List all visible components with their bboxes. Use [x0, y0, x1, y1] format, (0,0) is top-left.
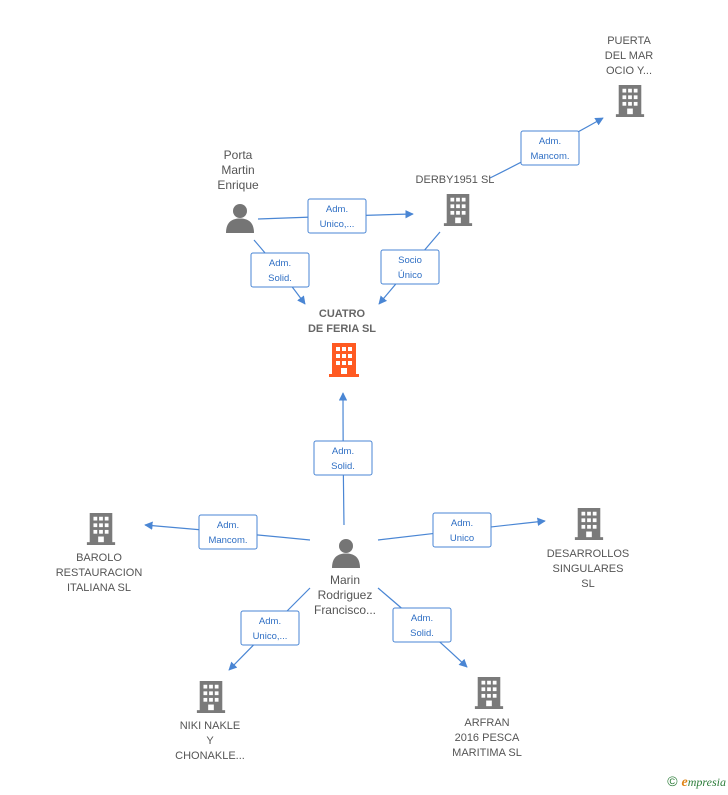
node-label: DE FERIA SL: [308, 323, 376, 335]
edge-label-box[interactable]: [250, 252, 310, 288]
edge-label-box[interactable]: [198, 514, 258, 550]
building-icon: [86, 513, 116, 545]
building-icon: [474, 677, 504, 709]
edge-porta-derby: Adm. Unico,...: [257, 198, 414, 234]
edge-label-box[interactable]: [520, 130, 580, 166]
edge-label-text: Adm.: [539, 136, 561, 147]
edge-label-text: Unico: [450, 533, 474, 544]
brand-name: mpresia: [687, 775, 726, 789]
edge-label-text: Unico,...: [253, 631, 288, 642]
edge-porta-cuatro: Adm. Solid.: [250, 239, 310, 305]
node-arfran[interactable]: ARFRAN 2016 PESCA MARITIMA SL: [452, 677, 522, 759]
copyright-icon: ©: [667, 773, 678, 789]
node-label: DEL MAR: [605, 50, 654, 62]
node-label: ARFRAN: [464, 717, 509, 729]
node-label: SL: [581, 578, 594, 590]
node-label: BAROLO: [76, 552, 122, 564]
edge-label-text: Adm.: [259, 616, 281, 627]
edge-label-box[interactable]: [392, 607, 452, 643]
node-label: Francisco...: [314, 603, 376, 617]
node-puerta[interactable]: PUERTA DEL MAR OCIO Y...: [605, 35, 654, 117]
edge-label-text: Adm.: [411, 613, 433, 624]
node-label: RESTAURACION: [56, 567, 143, 579]
edge-marin-arfran: Adm. Solid.: [377, 587, 468, 668]
node-label: Porta: [224, 148, 253, 162]
node-label: Marin: [330, 573, 360, 587]
node-label: NIKI NAKLE: [180, 720, 241, 732]
node-label: 2016 PESCA: [455, 732, 520, 744]
edge-label-text: Mancom.: [208, 535, 247, 546]
node-label: Enrique: [217, 178, 259, 192]
edge-label-text: Solid.: [410, 628, 434, 639]
edge-label-text: Solid.: [331, 461, 355, 472]
node-label: CUATRO: [319, 308, 366, 320]
node-label: CHONAKLE...: [175, 750, 245, 762]
edge-label-text: Mancom.: [530, 151, 569, 162]
edge-label-box[interactable]: [240, 610, 300, 646]
node-barolo[interactable]: BAROLO RESTAURACION ITALIANA SL: [56, 513, 143, 594]
node-label: Y: [206, 735, 214, 747]
edge-derby-puerta: Adm. Mancom.: [489, 117, 604, 179]
edge-label-text: Socio: [398, 255, 422, 266]
edge-label-text: Adm.: [269, 258, 291, 269]
node-label: Rodriguez: [318, 588, 373, 602]
node-label: Martin: [221, 163, 254, 177]
building-icon: [615, 85, 645, 117]
edge-label-box[interactable]: [432, 512, 492, 548]
node-label: SINGULARES: [553, 563, 624, 575]
node-cuatro[interactable]: CUATRO DE FERIA SL: [308, 308, 376, 377]
edge-label-text: Único: [398, 270, 422, 281]
building-icon: [196, 681, 226, 713]
edge-label-text: Adm.: [332, 446, 354, 457]
edge-label-text: Adm.: [451, 518, 473, 529]
edge-label-box[interactable]: [307, 198, 367, 234]
node-label: MARITIMA SL: [452, 747, 522, 759]
node-label: PUERTA: [607, 35, 651, 47]
edge-marin-barolo: Adm. Mancom.: [144, 514, 311, 550]
node-niki[interactable]: NIKI NAKLE Y CHONAKLE...: [175, 681, 245, 762]
node-label: DERBY1951 SL: [416, 174, 495, 186]
building-icon: [574, 508, 604, 540]
person-icon: [226, 204, 254, 233]
brand-initial: e: [681, 775, 688, 790]
edge-label-text: Solid.: [268, 273, 292, 284]
edge-marin-cuatro: Adm. Solid.: [313, 392, 373, 526]
edge-label-text: Adm.: [326, 204, 348, 215]
node-marin[interactable]: MarinRodriguezFrancisco...: [314, 539, 376, 617]
node-label: OCIO Y...: [606, 65, 652, 77]
edge-marin-desarrollos: Adm. Unico: [377, 512, 546, 548]
edge-label-text: Adm.: [217, 520, 239, 531]
building-icon: [329, 343, 359, 377]
building-icon: [443, 194, 473, 226]
node-derby[interactable]: DERBY1951 SL: [416, 174, 495, 226]
node-label: ITALIANA SL: [67, 582, 131, 594]
edge-label-box[interactable]: [313, 440, 373, 476]
empresia-logo[interactable]: ©empresia: [667, 773, 726, 791]
edge-marin-niki: Adm. Unico,...: [228, 587, 311, 671]
person-icon: [332, 539, 360, 568]
edge-label-box[interactable]: [380, 249, 440, 285]
node-desarrollos[interactable]: DESARROLLOS SINGULARES SL: [547, 508, 630, 590]
node-label: DESARROLLOS: [547, 548, 630, 560]
edge-label-text: Unico,...: [320, 219, 355, 230]
